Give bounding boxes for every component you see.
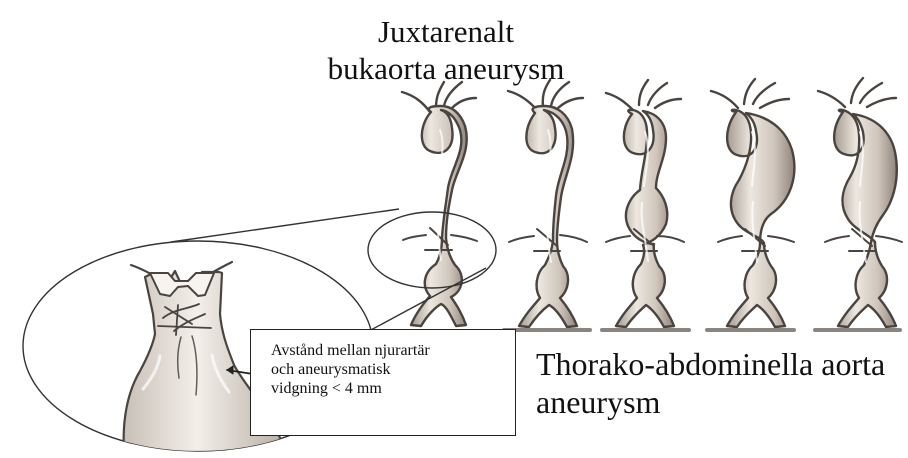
- aorta-3: [606, 80, 684, 327]
- zoom-line-bottom: [356, 268, 486, 338]
- aorta-4: [711, 79, 794, 327]
- juxtarenal-title-line-1: Juxtarenalt: [378, 14, 514, 49]
- aorta-5: [818, 78, 902, 327]
- thoraco-title-line-1: Thorako-abdominella aorta: [536, 346, 885, 382]
- callout-line-2: och aneurysmatisk: [271, 361, 505, 380]
- zoom-line-top: [171, 209, 399, 242]
- thoraco-abdominal-title: Thorako-abdominella aorta aneurysm: [536, 346, 885, 422]
- juxtarenal-title: Juxtarenalt bukaorta aneurysm: [316, 14, 576, 87]
- juxtarenal-title-line-2: bukaorta aneurysm: [328, 51, 565, 86]
- callout-line-3: vidgning < 4 mm: [271, 380, 505, 399]
- aorta-1-juxtarenal: [402, 82, 477, 326]
- distance-callout-box: Avstånd mellan njurartär och aneurysmati…: [250, 329, 516, 436]
- thoraco-title-line-2: aneurysm: [536, 384, 660, 420]
- callout-line-1: Avstånd mellan njurartär: [271, 342, 505, 361]
- aorta-2: [508, 80, 587, 327]
